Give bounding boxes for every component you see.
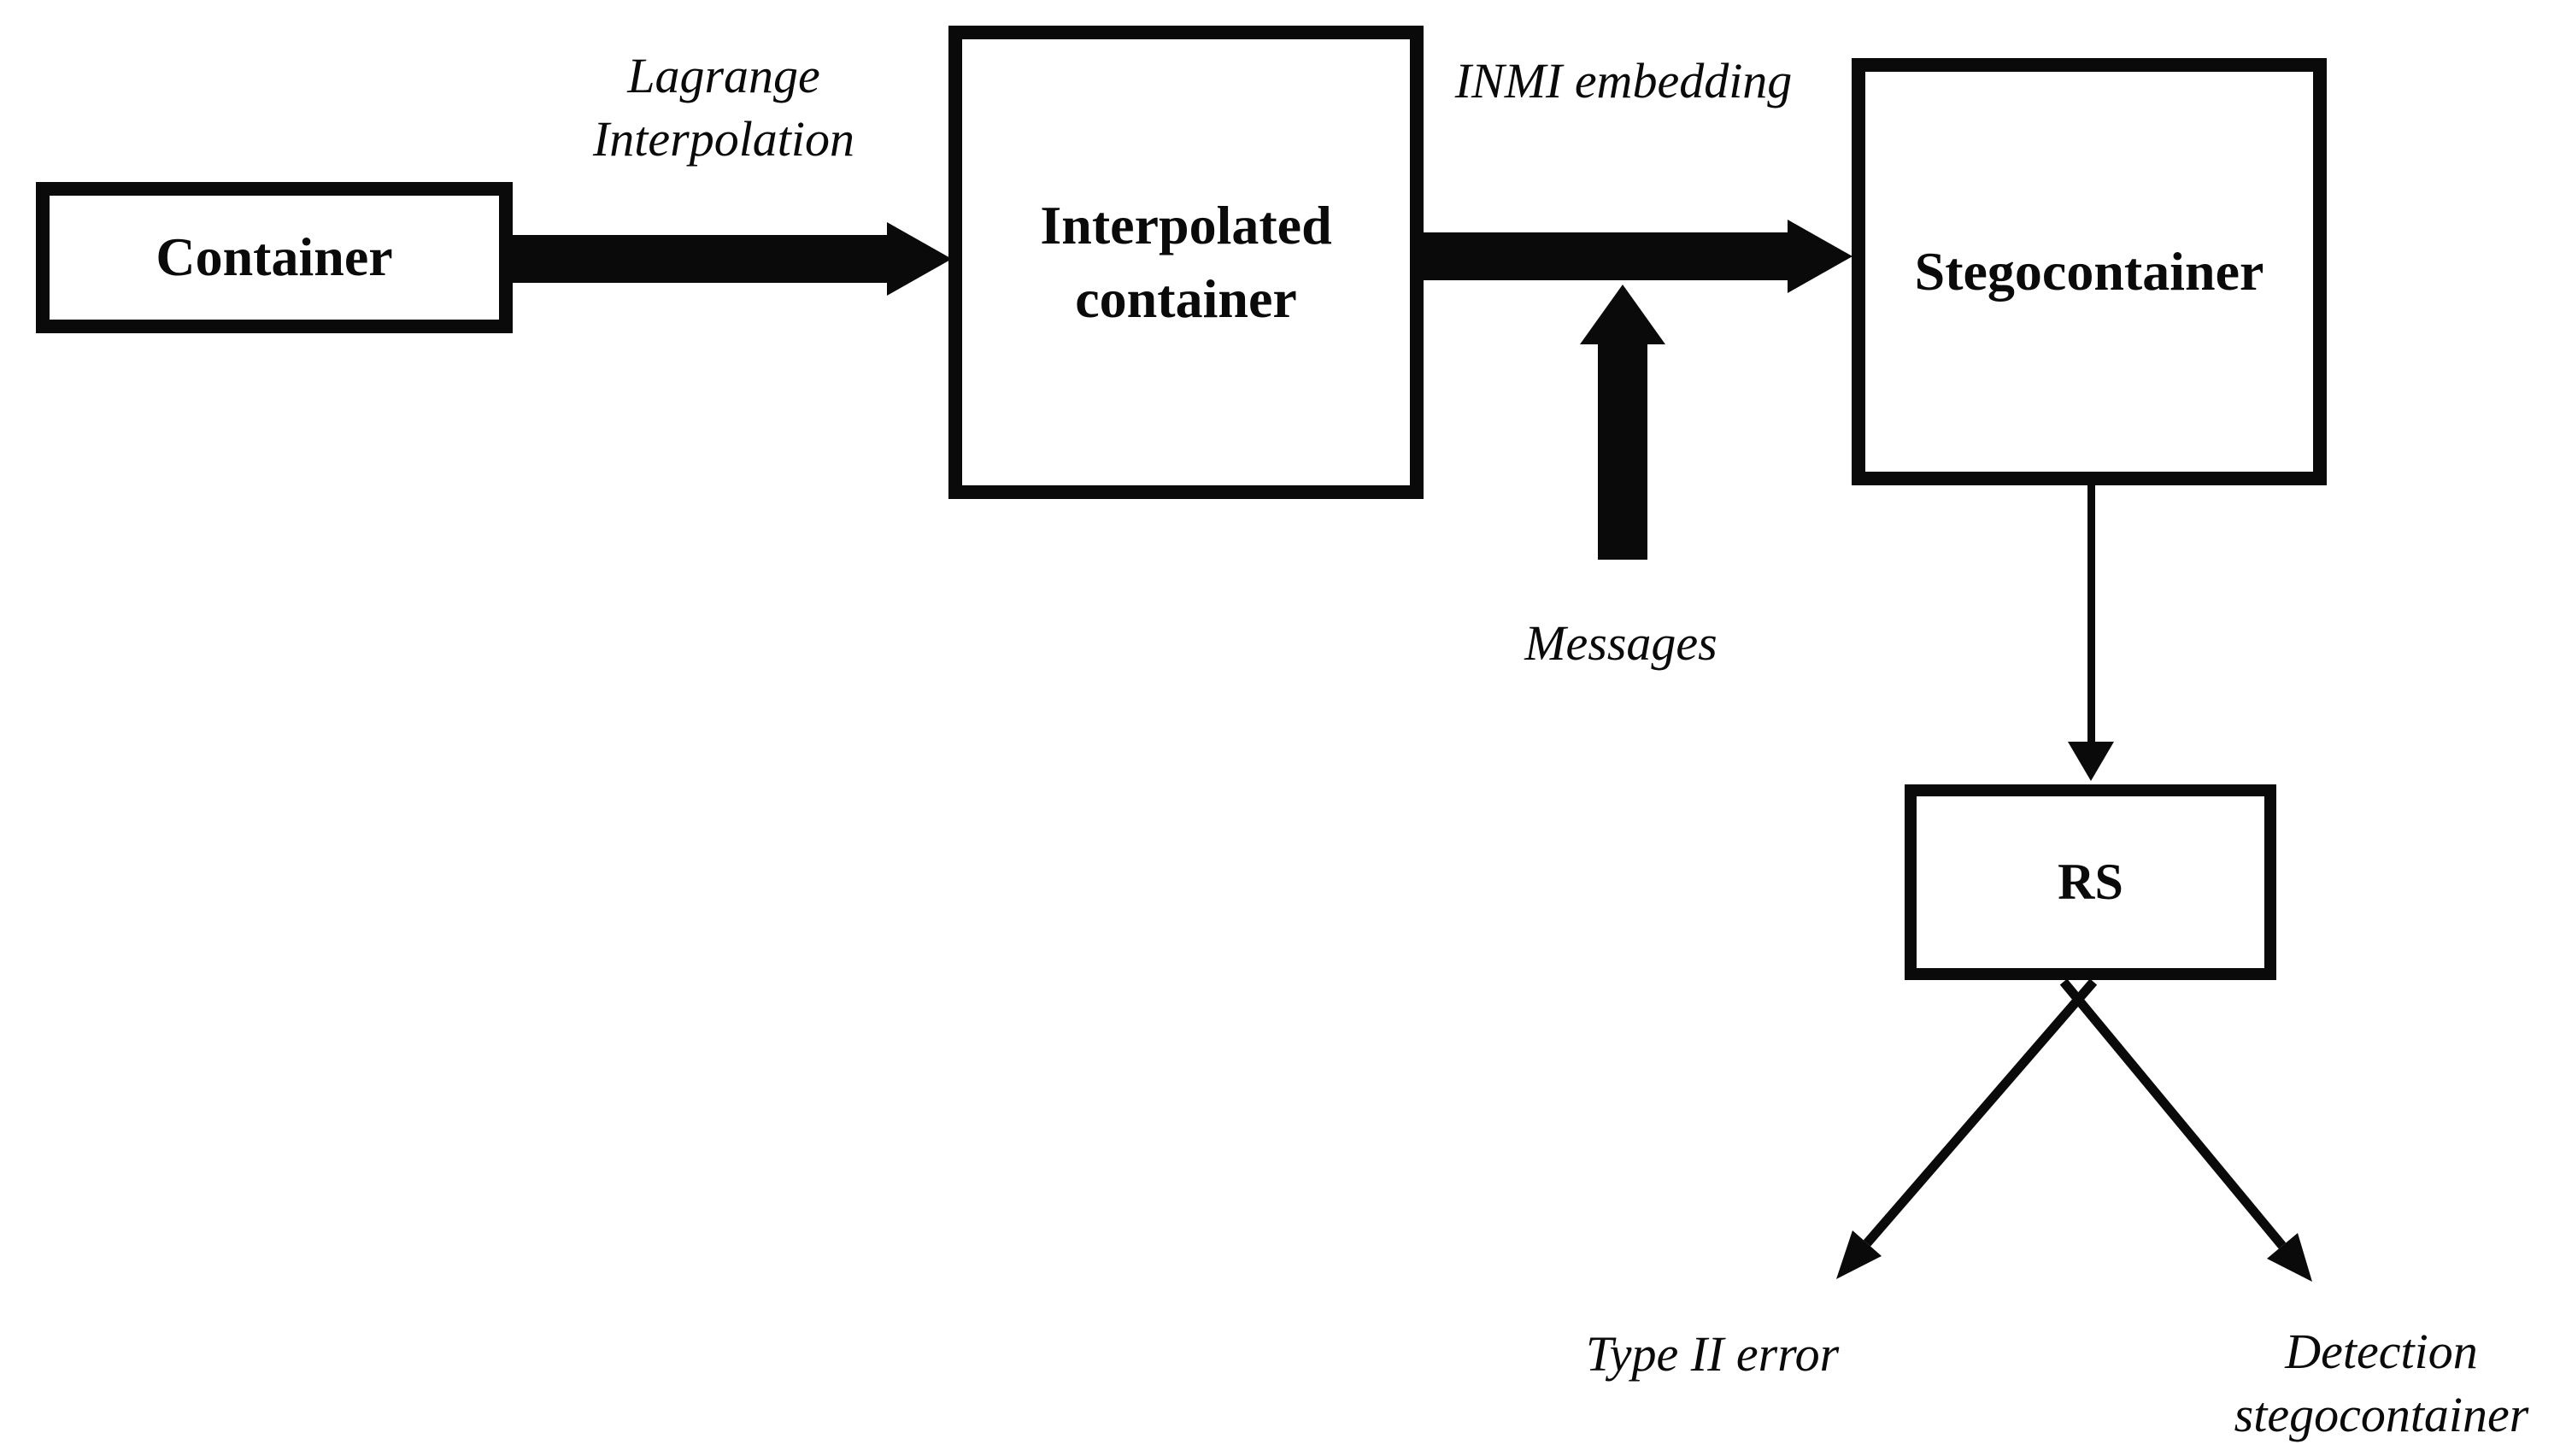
output-label-type-ii-error: Type II error (1585, 1326, 1840, 1382)
arrow-stego-to-rs-shaft (2087, 485, 2095, 743)
node-stegocontainer: Stegocontainer (1852, 58, 2327, 485)
arrowhead-right-icon (1788, 220, 1852, 293)
output-label-detection-stegocontainer: Detection stegocontainer (2234, 1324, 2529, 1443)
edge-label-lagrange-interpolation: Lagrange Interpolation (592, 48, 855, 167)
edge-label-messages: Messages (1524, 615, 1717, 671)
arrowhead-up-icon (1580, 285, 1665, 344)
edge-label-inmi-embedding: INMI embedding (1454, 53, 1793, 109)
node-stegocontainer-label: Stegocontainer (1914, 240, 2264, 302)
arrowhead-down-right-icon (2267, 1233, 2312, 1282)
arrow-interpolated-to-stego-shaft (1422, 232, 1788, 280)
arrow-rs-to-detection-line (2059, 978, 2287, 1249)
node-interpolated-container-label: Interpolated container (1040, 194, 1332, 329)
node-rs-label: RS (2058, 854, 2123, 910)
node-rs: RS (1905, 784, 2276, 980)
arrowhead-right-icon (887, 222, 952, 296)
arrow-rs-to-type2-line (1863, 978, 2098, 1247)
node-interpolated-container: Interpolated container (948, 26, 1424, 499)
arrow-messages-shaft (1598, 343, 1647, 560)
node-container-label: Container (156, 226, 393, 288)
arrow-container-to-interpolated-shaft (511, 235, 887, 283)
arrowhead-down-left-icon (1836, 1230, 1882, 1279)
node-container: Container (36, 182, 513, 333)
arrowhead-down-icon (2068, 742, 2114, 781)
